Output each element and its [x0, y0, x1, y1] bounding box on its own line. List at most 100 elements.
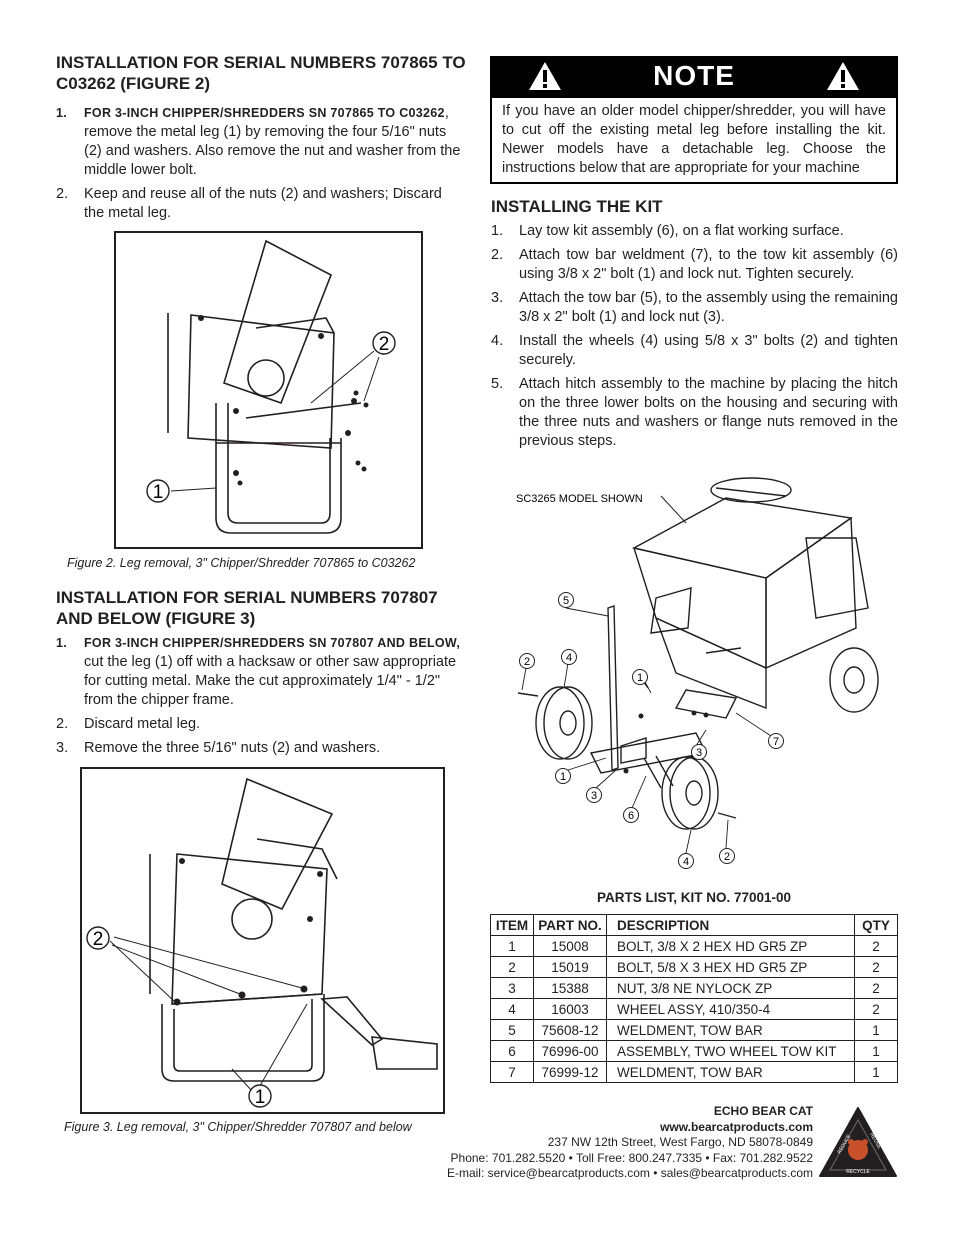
step-number: 2.: [56, 186, 69, 202]
step-number: 1.: [491, 223, 504, 239]
kit-step: 2.Attach tow bar weldment (7), to the to…: [491, 246, 898, 284]
model-label: SC3265 MODEL SHOWN: [516, 493, 643, 505]
step-number: 1.: [56, 106, 68, 120]
figure-3: 2 1: [80, 767, 445, 1114]
callout-4: 4: [566, 652, 572, 664]
callout-1: 1: [637, 672, 643, 684]
table-row: 4 16003 WHEEL ASSY, 410/350-4 2: [490, 998, 898, 1020]
callout-2: 2: [379, 334, 390, 355]
callout-7: 7: [773, 736, 779, 748]
callout-1: 1: [560, 771, 566, 783]
callout-4: 4: [683, 856, 689, 868]
table-row: 2 15019 BOLT, 5/8 X 3 HEX HD GR5 ZP 2: [490, 956, 898, 978]
figure-3-drawing: 2 1: [86, 777, 438, 1108]
column-header: ITEM: [490, 914, 534, 936]
step-number: 1.: [56, 636, 68, 650]
table-cell: 6: [490, 1040, 534, 1062]
section1-title: INSTALLATION FOR SERIAL NUMBERS 707865 T…: [56, 53, 466, 93]
step-number: 5.: [491, 376, 504, 392]
table-cell: 2: [854, 977, 898, 999]
step-number: 3.: [491, 290, 504, 306]
step-text: cut the leg (1) off with a hacksaw or ot…: [84, 654, 457, 708]
step-text: Attach hitch assembly to the machine by …: [519, 376, 898, 449]
kit-step: 1.Lay tow kit assembly (6), on a flat wo…: [491, 222, 898, 241]
table-cell: 3: [490, 977, 534, 999]
column-header: QTY: [854, 914, 898, 936]
section2-step: 2. Discard metal leg.: [56, 715, 463, 734]
section1-step: 1. FOR 3-INCH CHIPPER/SHREDDERS SN 70786…: [56, 104, 463, 180]
note-body: If you have an older model chipper/shred…: [490, 96, 898, 184]
step-number: 4.: [491, 333, 504, 349]
table-cell: 2: [490, 956, 534, 978]
address: 237 NW 12th Street, West Fargo, ND 58078…: [547, 1135, 813, 1149]
note-header: NOTE: [490, 56, 898, 96]
table-cell: 1: [854, 1019, 898, 1041]
step-text: Discard metal leg.: [84, 716, 201, 732]
recycle-logo-icon: REDUCE REUSE RECYCLE: [819, 1107, 897, 1177]
parts-list-title: PARTS LIST, KIT NO. 77001-00: [596, 890, 792, 905]
table-cell: 7: [490, 1061, 534, 1083]
table-cell: NUT, 3/8 NE NYLOCK ZP: [606, 977, 855, 999]
table-cell: WELDMENT, TOW BAR: [606, 1061, 855, 1083]
table-cell: BOLT, 3/8 X 2 HEX HD GR5 ZP: [606, 935, 855, 957]
logo-text: RECYCLE: [846, 1169, 870, 1175]
table-cell: 5: [490, 1019, 534, 1041]
callout-3: 3: [591, 790, 597, 802]
table-cell: 2: [854, 935, 898, 957]
kit-exploded-view: SC3265 MODEL SHOWN: [496, 468, 896, 873]
table-cell: 4: [490, 998, 534, 1020]
kit-step: 3. Attach the tow bar (5), to the assembl…: [491, 289, 898, 327]
warning-icon: [827, 62, 859, 90]
table-row: 1 15008 BOLT, 3/8 X 2 HEX HD GR5 ZP 2: [490, 935, 898, 957]
table-cell: 75608-12: [533, 1019, 607, 1041]
note-title: NOTE: [653, 60, 735, 91]
company-name: ECHO BEAR CAT: [713, 1104, 813, 1118]
kit-steps: 1.Lay tow kit assembly (6), on a flat wo…: [491, 222, 898, 456]
callout-1: 1: [153, 482, 164, 503]
table-header-row: ITEM PART NO. DESCRIPTION QTY: [490, 914, 898, 936]
step-text: Attach the tow bar (5), to the assembly …: [519, 290, 898, 325]
table-row: 3 15388 NUT, 3/8 NE NYLOCK ZP 2: [490, 977, 898, 999]
figure-2-caption: Figure 2. Leg removal, 3" Chipper/Shredd…: [67, 556, 416, 570]
table-cell: 15008: [533, 935, 607, 957]
kit-step: 4.Install the wheels (4) using 5/8 x 3" …: [491, 332, 898, 370]
table-cell: 1: [854, 1061, 898, 1083]
email-line: E-mail: service@bearcatproducts.com • sa…: [446, 1166, 813, 1180]
table-cell: 1: [490, 935, 534, 957]
figure-2-drawing: 2 1: [146, 239, 396, 534]
table-cell: 2: [854, 998, 898, 1020]
step-text: Remove the three 5/16" nuts (2) and wash…: [84, 740, 381, 756]
table-cell: WHEEL ASSY, 410/350-4: [606, 998, 855, 1020]
table-cell: 15388: [533, 977, 607, 999]
section2-title: INSTALLATION FOR SERIAL NUMBERS 707807 A…: [56, 588, 438, 628]
step-text: , remove the metal leg (1) by removing t…: [84, 105, 461, 178]
website-link[interactable]: www.bearcatproducts.com: [660, 1119, 813, 1134]
callout-3: 3: [696, 747, 702, 759]
step-lead: FOR 3-INCH CHIPPER/SHREDDERS SN 707865 T…: [84, 106, 445, 120]
table-cell: 76996-00: [533, 1040, 607, 1062]
footer-contact: ECHO BEAR CAT www.bearcatproducts.com 23…: [353, 1104, 813, 1182]
note-box: NOTE If you have an older model chipper/…: [490, 56, 898, 184]
table-cell: 76999-12: [533, 1061, 607, 1083]
table-cell: 2: [854, 956, 898, 978]
parts-table: ITEM PART NO. DESCRIPTION QTY 1 15008 BO…: [490, 914, 898, 1083]
table-cell: 1: [854, 1040, 898, 1062]
column-header: PART NO.: [533, 914, 607, 936]
step-number: 3.: [56, 740, 69, 756]
section2-steps: 1. FOR 3-INCH CHIPPER/SHREDDERS SN 70780…: [56, 634, 463, 763]
table-cell: BOLT, 5/8 X 3 HEX HD GR5 ZP: [606, 956, 855, 978]
section1-step: 2. Keep and reuse all of the nuts (2) an…: [56, 185, 463, 223]
warning-icon: [529, 62, 561, 90]
figure-2: 2 1: [114, 231, 423, 549]
table-cell: ASSEMBLY, TWO WHEEL TOW KIT: [606, 1040, 855, 1062]
callout-5: 5: [563, 595, 569, 607]
kit-title: INSTALLING THE KIT: [491, 197, 663, 216]
step-number: 2.: [56, 716, 69, 732]
callout-2: 2: [524, 656, 530, 668]
kit-step: 5. Attach hitch assembly to the machine b…: [491, 375, 898, 451]
table-cell: 16003: [533, 998, 607, 1020]
section1-steps: 1. FOR 3-INCH CHIPPER/SHREDDERS SN 70786…: [56, 104, 463, 228]
kit-exploded-drawing: SC3265 MODEL SHOWN: [516, 477, 879, 869]
step-number: 2.: [491, 247, 504, 263]
section2-step: 1. FOR 3-INCH CHIPPER/SHREDDERS SN 70780…: [56, 634, 463, 710]
